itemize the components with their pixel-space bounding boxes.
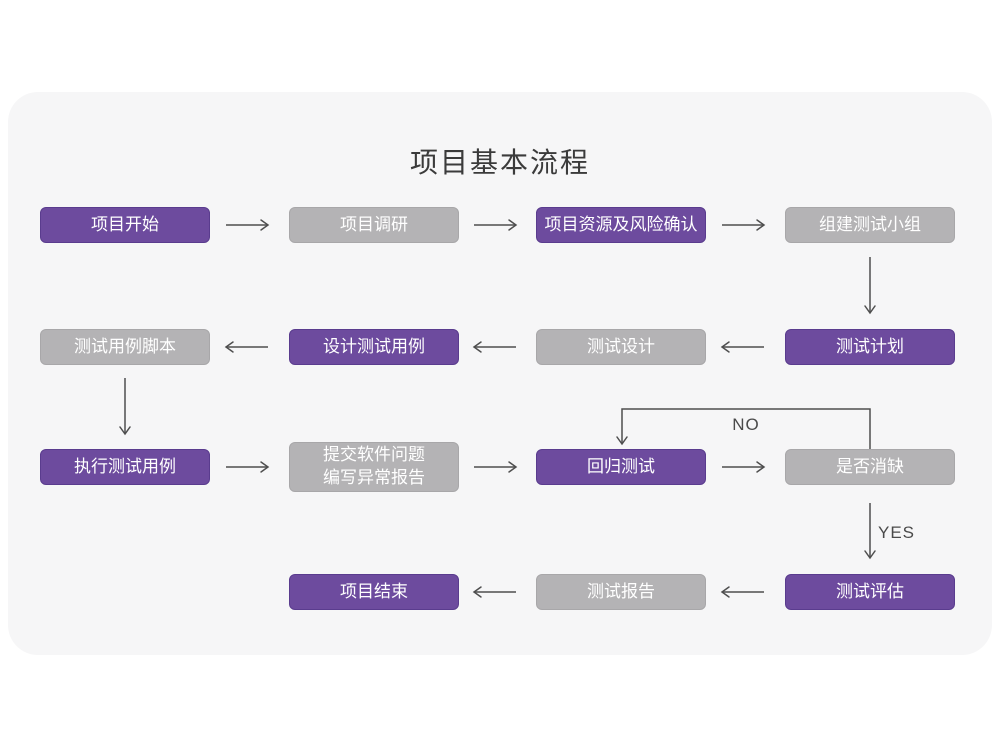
flow-node-project-start: 项目开始	[40, 207, 210, 243]
flow-node-test-design: 测试设计	[536, 329, 706, 365]
flow-node-defect-cleared: 是否消缺	[785, 449, 955, 485]
flow-node-resources-risk: 项目资源及风险确认	[536, 207, 706, 243]
branch-label-yes: YES	[878, 523, 916, 542]
flow-node-design-test-cases: 设计测试用例	[289, 329, 459, 365]
flow-node-test-plan: 测试计划	[785, 329, 955, 365]
flow-node-submit-issues: 提交软件问题 编写异常报告	[289, 442, 459, 492]
page-title: 项目基本流程	[409, 147, 590, 178]
flow-node-test-case-script: 测试用例脚本	[40, 329, 210, 365]
flow-node-project-end: 项目结束	[289, 574, 459, 610]
flow-node-regression-test: 回归测试	[536, 449, 706, 485]
flow-node-execute-test-cases: 执行测试用例	[40, 449, 210, 485]
flowchart-card	[8, 92, 992, 655]
flow-node-test-report: 测试报告	[536, 574, 706, 610]
flow-node-build-test-team: 组建测试小组	[785, 207, 955, 243]
flow-node-project-research: 项目调研	[289, 207, 459, 243]
branch-label-no: NO	[732, 415, 760, 434]
flow-node-test-evaluation: 测试评估	[785, 574, 955, 610]
